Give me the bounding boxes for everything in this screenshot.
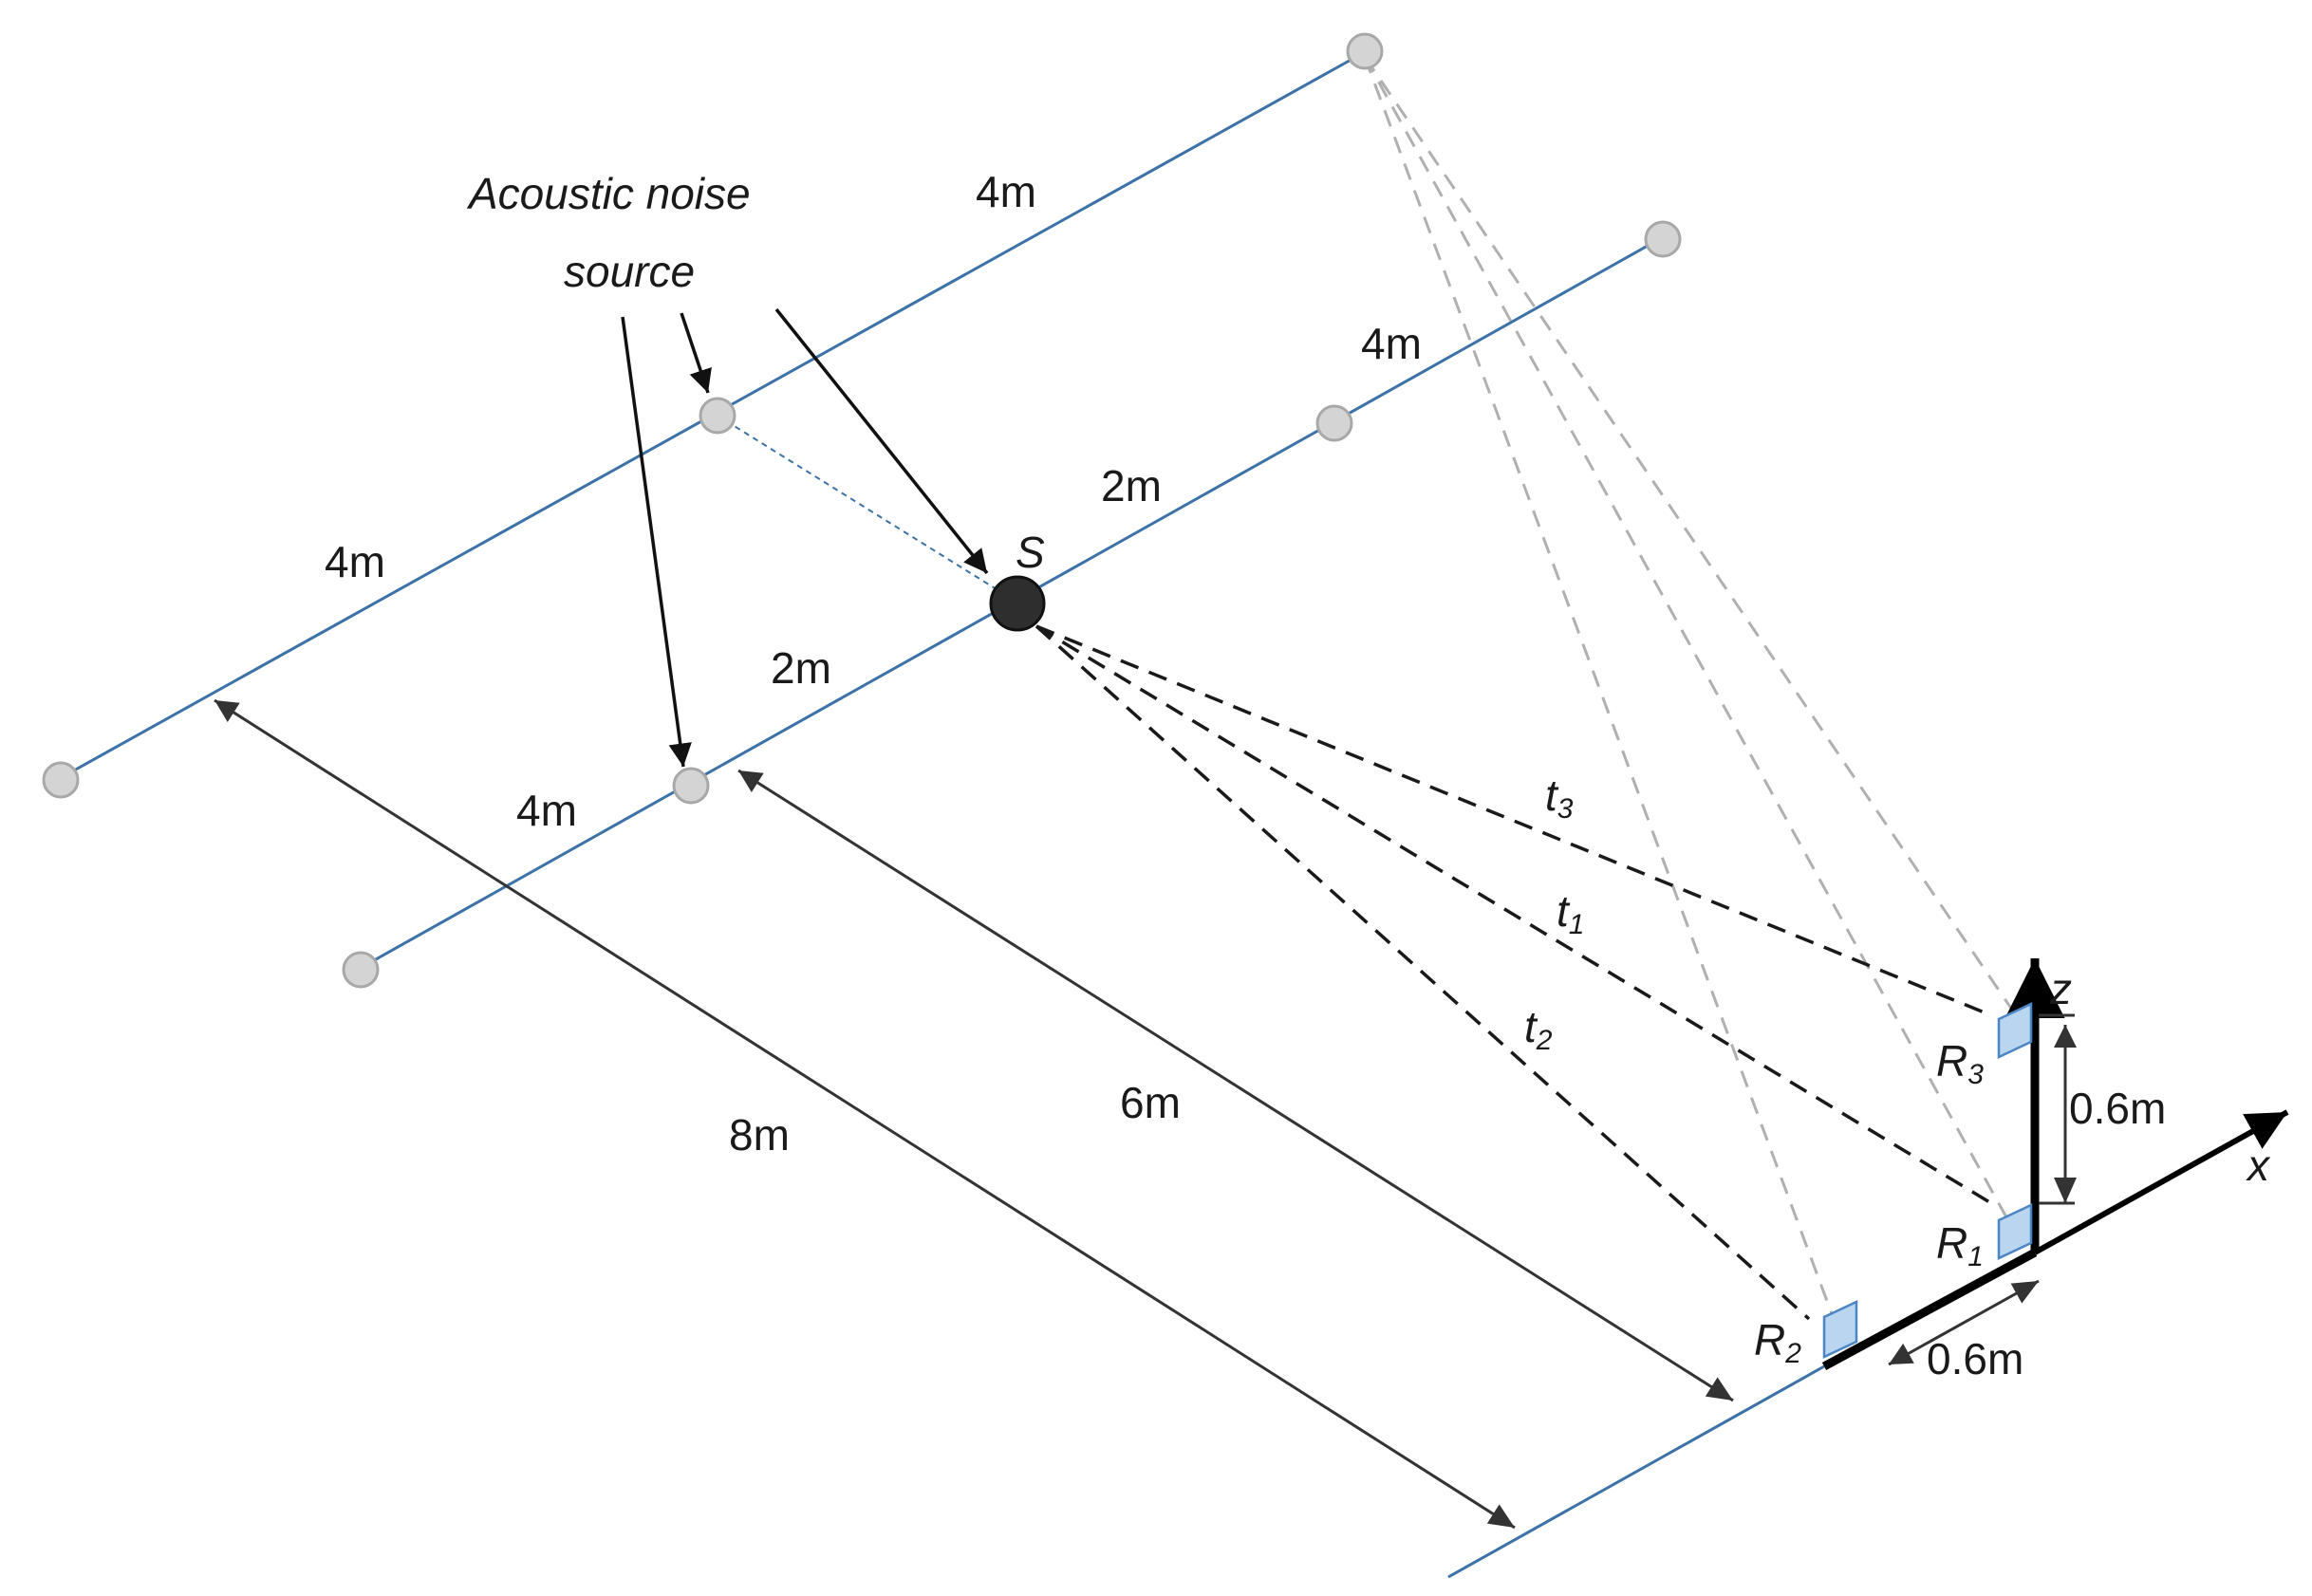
label-t2: t2 bbox=[1524, 1002, 1553, 1056]
pointer-to-bottom-node bbox=[621, 316, 692, 768]
source-to-node-connector bbox=[717, 415, 1020, 604]
x-axis bbox=[2033, 1109, 2289, 1255]
dimension-6m-arrow bbox=[737, 769, 1734, 1402]
axis-label-z: z bbox=[2049, 964, 2072, 1013]
dimension-8m-arrow bbox=[214, 698, 1516, 1530]
far-ray-to-r2 bbox=[1363, 56, 1836, 1320]
label-r1: R1 bbox=[1936, 1218, 1984, 1272]
annotation-line2: source bbox=[564, 247, 695, 296]
receiver-r3-marker bbox=[1997, 1002, 2033, 1059]
label-source-spacing: 2m bbox=[771, 643, 831, 693]
far-ray-to-r1 bbox=[1363, 56, 2012, 1225]
label-t3: t3 bbox=[1545, 770, 1574, 825]
receiver-r2-marker bbox=[1822, 1300, 1858, 1359]
annotation-pointers bbox=[621, 307, 989, 768]
far-ray-to-r3 bbox=[1363, 56, 2018, 1016]
receiver-axes bbox=[1821, 958, 2289, 1370]
label-top-near-segment: 4m bbox=[325, 537, 385, 586]
travel-time-paths bbox=[1035, 624, 1992, 1321]
receiver-labels: R3 R1 R2 bbox=[1754, 1036, 1984, 1369]
label-t1: t1 bbox=[1557, 886, 1584, 940]
source-label: S bbox=[1016, 528, 1045, 577]
travel-time-labels: t3 t1 t2 bbox=[1524, 770, 1584, 1056]
noise-nodes bbox=[42, 32, 1682, 989]
ray-t2 bbox=[1035, 624, 1811, 1321]
noise-node-middle-mid bbox=[1315, 404, 1353, 442]
distance-labels: 4m 4m 2m 4m 2m 4m 8m 6m 0.6m 0.6m bbox=[325, 167, 2166, 1383]
noise-node-middle-far bbox=[1644, 220, 1682, 258]
far-ray-paths bbox=[1363, 56, 2018, 1320]
dimension-arrows bbox=[214, 698, 2077, 1530]
label-middle-far-segment: 4m bbox=[1361, 319, 1422, 368]
label-bottom-line-segment: 4m bbox=[516, 786, 577, 835]
annotation-label: Acoustic noise source bbox=[466, 169, 751, 296]
axis-label-x: x bbox=[2246, 1141, 2271, 1190]
pointer-to-top-node bbox=[680, 312, 712, 394]
noise-node-bottom-mid bbox=[672, 767, 710, 805]
dimension-spacing-arrow bbox=[1888, 1279, 2040, 1366]
label-receiver-height: 0.6m bbox=[2069, 1084, 2166, 1133]
noise-node-middle-near bbox=[342, 951, 380, 989]
pointer-to-source bbox=[774, 307, 989, 575]
label-distance-6m: 6m bbox=[1120, 1078, 1181, 1127]
receivers bbox=[1822, 1002, 2033, 1359]
x-axis-thick bbox=[1821, 1249, 2038, 1370]
noise-node-top-far bbox=[1346, 32, 1384, 70]
label-distance-8m: 8m bbox=[729, 1110, 790, 1160]
receiver-line bbox=[1447, 1364, 1825, 1579]
ray-t3 bbox=[1035, 624, 1992, 1017]
label-top-line-segment: 4m bbox=[976, 167, 1036, 216]
noise-node-top-near bbox=[42, 761, 80, 799]
noise-node-top-mid bbox=[699, 397, 736, 435]
label-receiver-spacing: 0.6m bbox=[1927, 1334, 2023, 1383]
label-r3: R3 bbox=[1936, 1036, 1984, 1090]
active-source-marker bbox=[989, 575, 1046, 632]
label-middle-near-segment: 2m bbox=[1101, 461, 1162, 510]
annotation-line1: Acoustic noise bbox=[466, 169, 751, 218]
receiver-r1-marker bbox=[1997, 1203, 2033, 1260]
label-r2: R2 bbox=[1754, 1315, 1801, 1369]
